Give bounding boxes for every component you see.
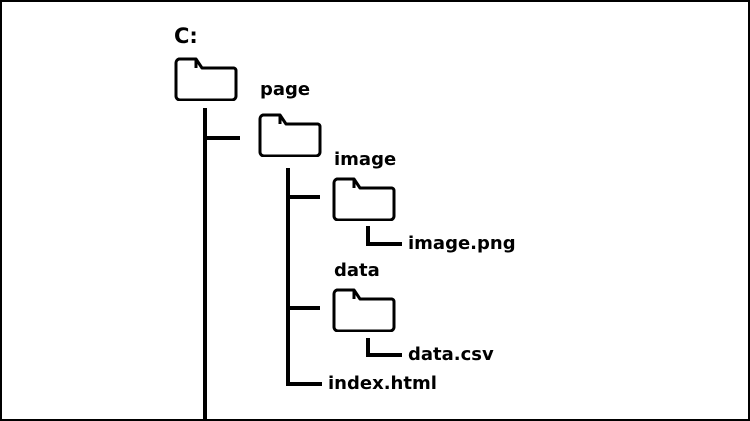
connector-image-to-file	[366, 226, 402, 246]
root-label: C:	[174, 24, 198, 48]
data-csv-label[interactable]: data.csv	[408, 344, 494, 365]
page-folder-label: page	[260, 79, 311, 100]
folder-icon[interactable]	[174, 57, 238, 101]
index-html-label[interactable]: index.html	[328, 373, 437, 394]
data-folder-label: data	[334, 260, 380, 281]
folder-icon[interactable]	[332, 177, 396, 221]
connector-data-to-file	[366, 338, 402, 357]
image-folder-label: image	[334, 149, 397, 170]
folder-icon[interactable]	[258, 113, 322, 157]
image-png-label[interactable]: image.png	[408, 233, 516, 254]
folder-icon[interactable]	[332, 288, 396, 332]
